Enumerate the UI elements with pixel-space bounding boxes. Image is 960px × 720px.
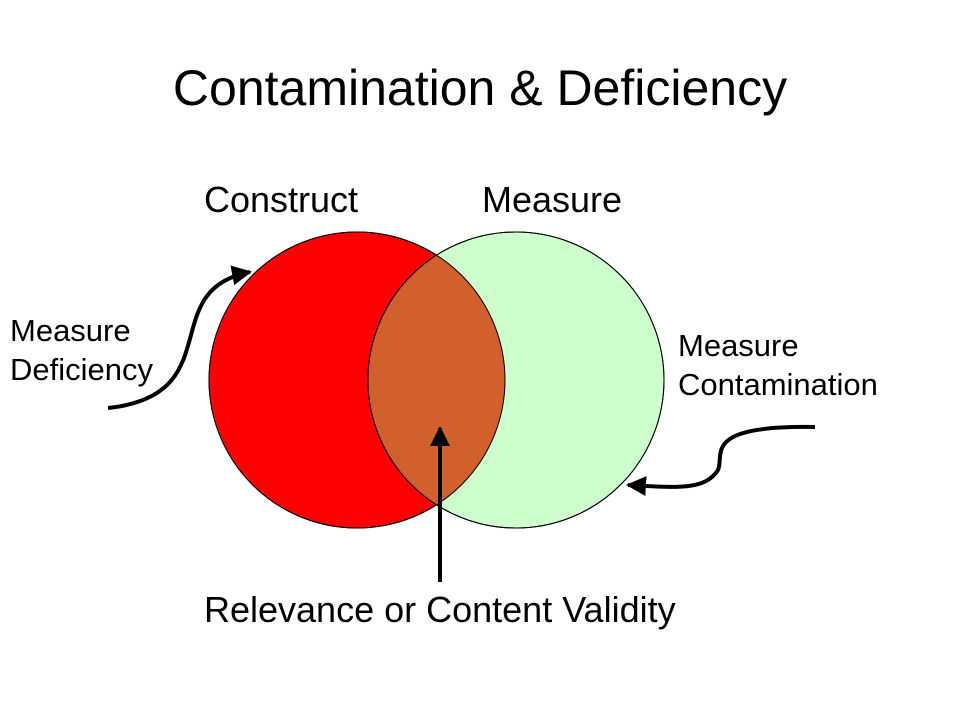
measure-deficiency-label: Measure Deficiency <box>10 312 153 390</box>
contamination-line-2: Contamination <box>678 366 878 402</box>
measure-contamination-label: Measure Contamination <box>678 327 878 405</box>
measure-label: Measure <box>482 179 623 220</box>
contamination-line-1: Measure <box>678 328 799 363</box>
contamination-arrow <box>626 424 816 497</box>
deficiency-line-1: Measure <box>10 313 131 348</box>
deficiency-arrow <box>107 265 252 410</box>
relevance-validity-label: Relevance or Content Validity <box>204 589 676 630</box>
slide-title: Contamination & Deficiency <box>172 60 788 116</box>
construct-label: Construct <box>204 179 359 220</box>
measure-circle-outline <box>367 231 665 529</box>
deficiency-line-2: Deficiency <box>10 351 153 387</box>
construct-circle-outline <box>208 231 506 529</box>
